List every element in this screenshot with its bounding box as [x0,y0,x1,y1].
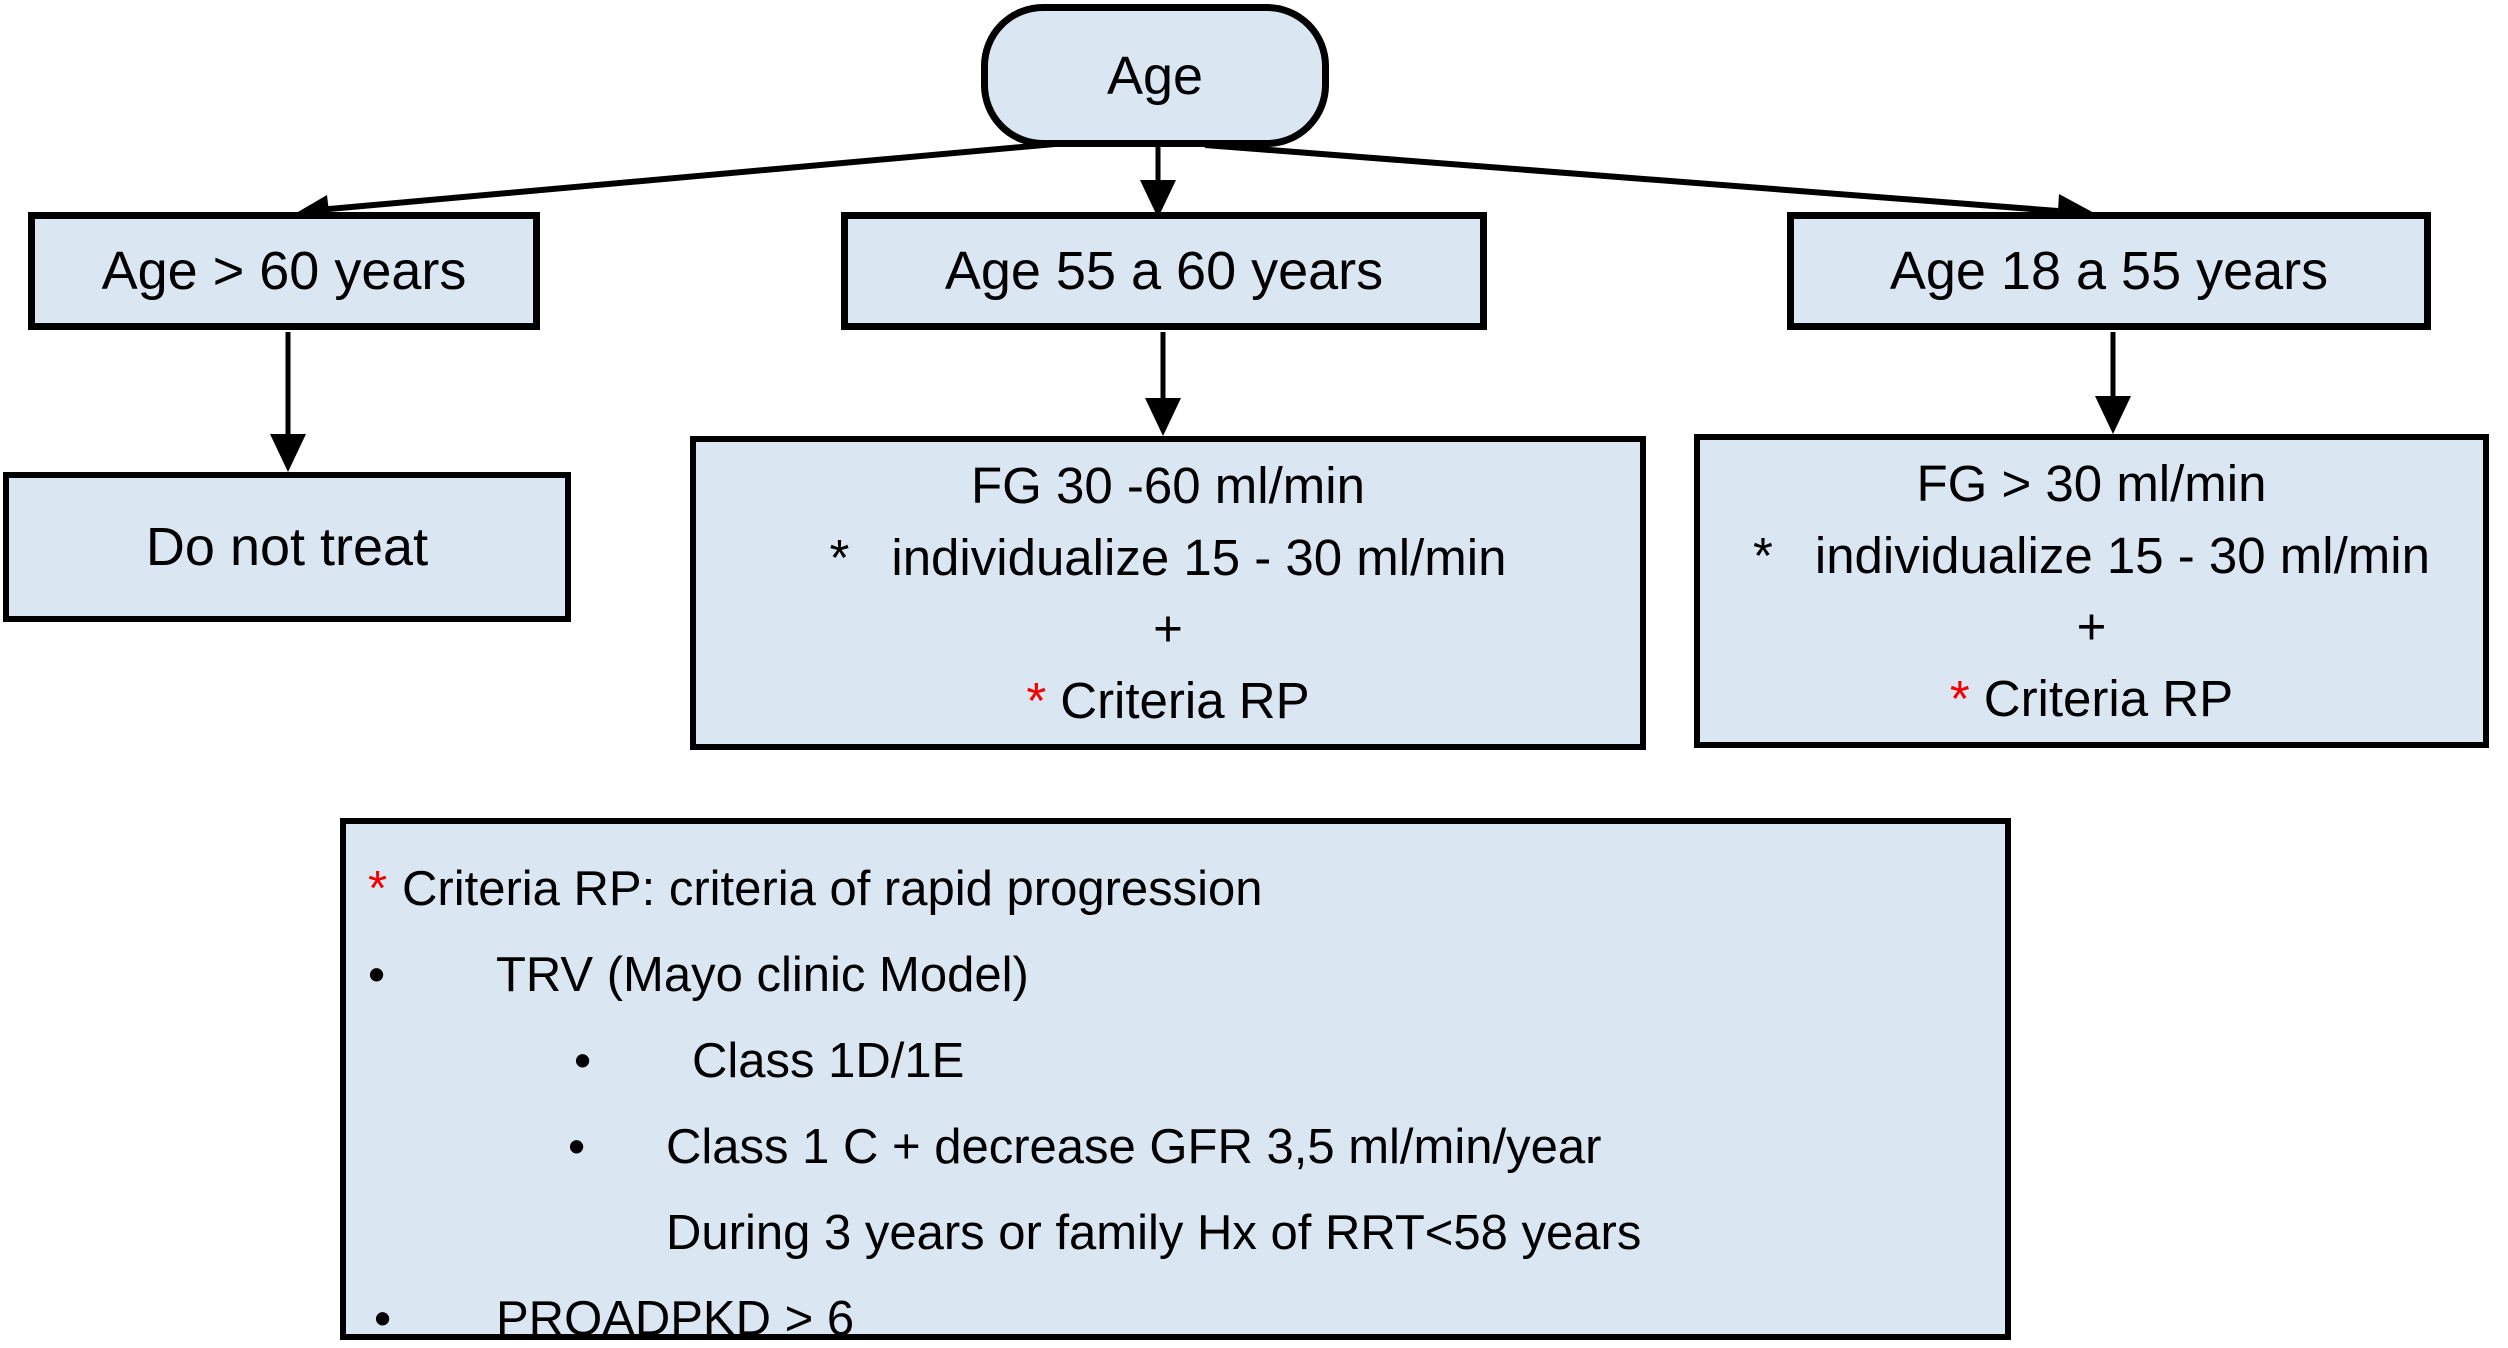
node-fg-middle: FG 30 -60 ml/min * individualize 15 - 30 … [690,436,1646,750]
legend-line-during: During 3 years or family Hx of RRT<58 ye… [666,1190,2005,1276]
fg-right-line2: * individualize 15 - 30 ml/min [1753,526,2430,585]
asterisk-red: * [1026,671,1047,729]
node-fg-right: FG > 30 ml/min * individualize 15 - 30 ml… [1694,434,2489,748]
asterisk-red: * [1949,669,1970,727]
fg-middle-line4: *Criteria RP [1026,671,1309,730]
node-age-55-60-label: Age 55 a 60 years [944,241,1384,301]
node-age-root-label: Age [1106,45,1204,106]
fg-middle-line2-text: individualize 15 - 30 ml/min [891,528,1507,586]
node-age-18-55: Age 18 a 55 years [1787,212,2431,330]
node-do-not-treat: Do not treat [3,472,571,622]
node-age-root: Age [981,4,1329,147]
legend-box: * Criteria RP: criteria of rapid progress… [340,818,2011,1346]
legend-line-proadpkd: • PROADPKD > 6 [374,1276,2005,1348]
arrow-age-to-right-line [1204,142,2059,214]
node-do-not-treat-label: Do not treat [145,517,429,577]
bullet-icon: • [368,948,386,1002]
asterisk-red: * [368,862,388,916]
node-age-18-55-label: Age 18 a 55 years [1889,241,2329,301]
fg-right-line2-text: individualize 15 - 30 ml/min [1814,526,2430,584]
arrow-left-to-outcome-head [270,434,306,472]
arrow-right-to-fg-head [2095,396,2131,434]
node-age-55-60: Age 55 a 60 years [841,212,1487,330]
fg-right-line4: *Criteria RP [1950,669,2233,728]
arrow-age-to-middle-head [1140,180,1176,218]
bullet-icon: • [374,1292,392,1346]
asterisk-black: * [829,528,850,586]
legend-line-trv-text: TRV (Mayo clinic Model) [496,948,1029,1002]
fg-middle-plus: + [1153,600,1183,658]
fg-middle-line4-text: Criteria RP [1060,671,1310,729]
bullet-icon: • [574,1034,592,1088]
node-age-gt-60-label: Age > 60 years [101,241,467,301]
bullet-icon: • [568,1120,586,1174]
fg-right-line1: FG > 30 ml/min [1916,455,2267,513]
fg-right-plus: + [2076,598,2107,656]
legend-line-class-1d-1e: • Class 1D/1E [574,1018,2005,1104]
asterisk-black: * [1753,526,1773,584]
legend-line-trv: • TRV (Mayo clinic Model) [368,932,2005,1018]
legend-line-criteria-rp: * Criteria RP: criteria of rapid progress… [368,846,2005,932]
arrow-age-to-left-line [317,141,1056,213]
fg-right-line4-text: Criteria RP [1983,669,2234,727]
arrow-middle-to-fg-head [1145,398,1181,436]
legend-line-class-1c: • Class 1 C + decrease GFR 3,5 ml/min/yea… [568,1104,2005,1190]
legend-line-during-text: During 3 years or family Hx of RRT<58 ye… [666,1206,1642,1260]
legend-line-class-1c-text: Class 1 C + decrease GFR 3,5 ml/min/year [666,1120,1602,1174]
fg-middle-line1: FG 30 -60 ml/min [971,457,1365,515]
legend-line-criteria-rp-text: Criteria RP: criteria of rapid progressi… [402,862,1263,916]
legend-line-class-1d-1e-text: Class 1D/1E [692,1034,965,1088]
node-age-gt-60: Age > 60 years [28,212,540,330]
fg-middle-line2: * individualize 15 - 30 ml/min [830,528,1507,587]
legend-line-proadpkd-text: PROADPKD > 6 [496,1292,855,1346]
